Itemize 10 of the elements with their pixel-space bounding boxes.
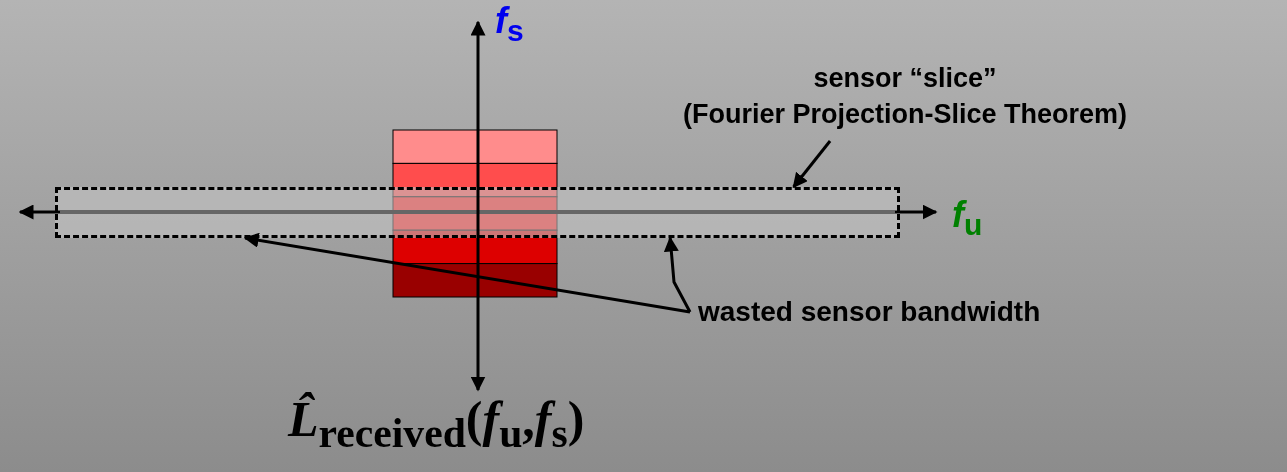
function-label: L̂$_{received}$(f$_{u}$,f$_{s}$): [288, 390, 585, 457]
leader-line: [243, 232, 691, 314]
leader-line: [663, 236, 692, 313]
annotation-heading: sensor “slice”: [812, 62, 998, 95]
annotation-text: wasted sensor bandwidth: [698, 296, 1041, 328]
slice-band: [55, 187, 900, 238]
axis-label: f$_{u}$: [952, 194, 983, 243]
annotation-text: (Fourier Projection-Slice Theorem): [681, 98, 1129, 131]
axis-label: f$_{s}$: [495, 0, 524, 49]
leader-line: [792, 140, 832, 189]
